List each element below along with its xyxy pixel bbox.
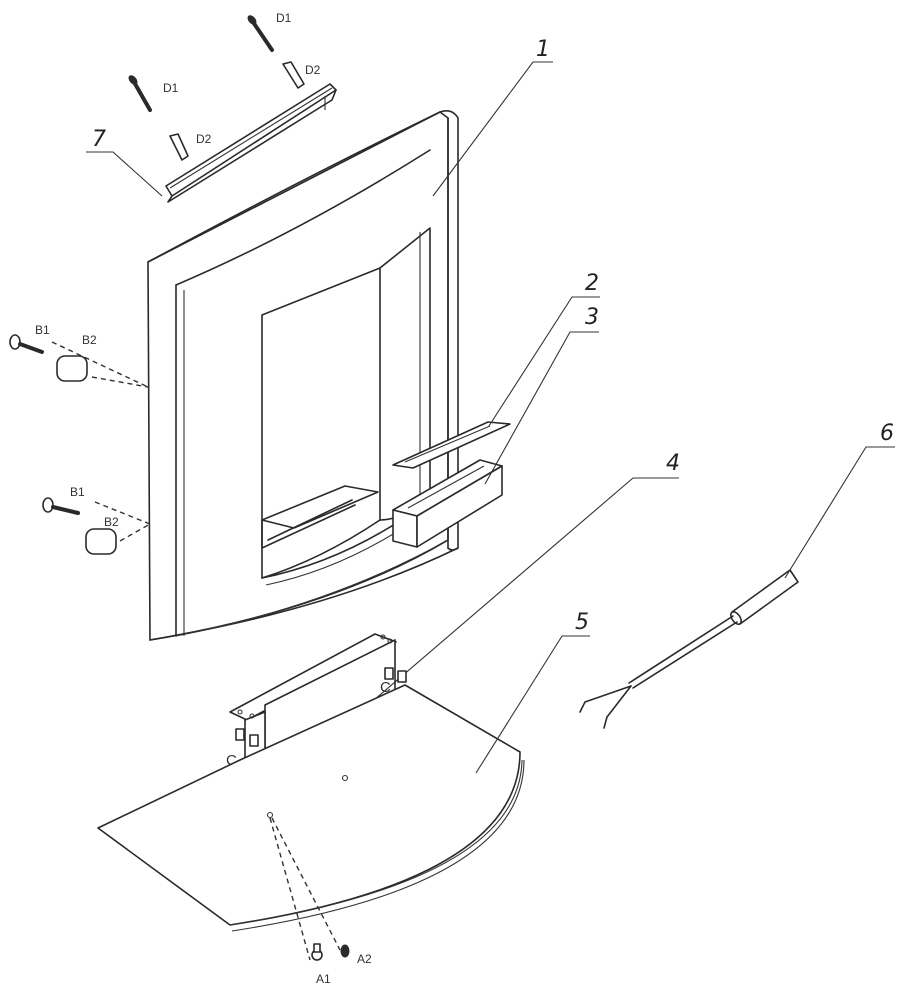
label-b2-upper: B2: [82, 333, 97, 347]
screws-d: D1 D1 D2 D2: [128, 11, 321, 161]
label-d2-left: D2: [196, 132, 212, 146]
part-3-burner: 3: [392, 305, 599, 548]
part-6-lighter-tool: 6: [579, 421, 895, 729]
label-b1-upper: B1: [35, 323, 50, 337]
callout-5: 5: [575, 610, 589, 635]
label-d1-left: D1: [163, 81, 179, 95]
label-a1: A1: [316, 972, 331, 986]
label-c-right-outer: C: [380, 679, 391, 696]
part-2-cover-plate: 2: [392, 271, 600, 469]
screws-a: A1 A2: [311, 943, 372, 986]
part-7-bracket: 7: [86, 83, 337, 203]
callout-7: 7: [92, 127, 106, 152]
callout-1: 1: [536, 37, 550, 62]
callout-3: 3: [585, 305, 599, 330]
label-c-left-outer: C: [226, 752, 237, 769]
label-a2: A2: [357, 952, 372, 966]
callout-2: 2: [585, 271, 599, 296]
callout-4: 4: [666, 451, 680, 476]
label-d1-top: D1: [276, 11, 292, 25]
part-1-frame: 1: [147, 37, 553, 641]
screws-b: B1 B2 B1 B2: [9, 323, 151, 555]
label-b2-lower: B2: [104, 515, 119, 529]
label-d2-top: D2: [305, 63, 321, 77]
label-b1-lower: B1: [70, 485, 85, 499]
callout-6: 6: [880, 421, 894, 446]
part-5-base-plate: 5: [97, 610, 590, 961]
